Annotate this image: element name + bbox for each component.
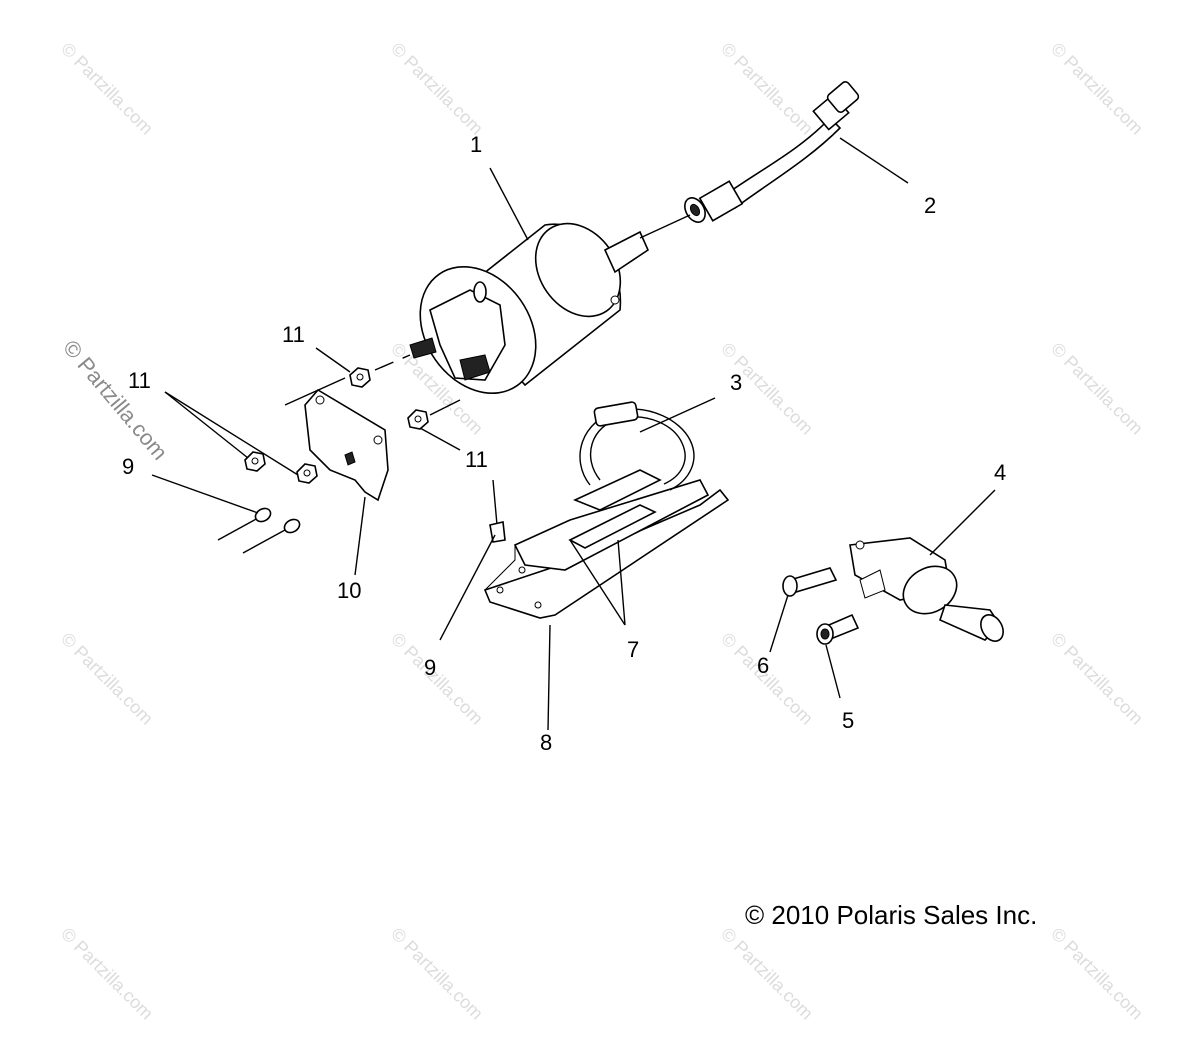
- watermark: © Partzilla.com: [717, 39, 817, 139]
- callout-9-left: 9: [122, 454, 134, 479]
- part-9-rivet-middle: [489, 479, 506, 543]
- side-watermark: © Partzilla.com: [58, 335, 172, 465]
- watermark: © Partzilla.com: [1047, 39, 1147, 139]
- callouts: 1 2 3 4 5 6 7 8 9 9 10 11 11 11: [122, 132, 1006, 755]
- callout-5: 5: [842, 708, 854, 733]
- callout-7: 7: [627, 637, 639, 662]
- watermark: © Partzilla.com: [717, 924, 817, 1024]
- part-1-starter-motor: [409, 214, 691, 394]
- watermark: © Partzilla.com: [1047, 339, 1147, 439]
- watermark: © Partzilla.com: [1047, 629, 1147, 729]
- callout-1: 1: [470, 132, 482, 157]
- watermark: © Partzilla.com: [387, 924, 487, 1024]
- watermark: © Partzilla.com: [387, 39, 487, 139]
- leader-lines: [151, 137, 996, 731]
- callout-11-left: 11: [128, 368, 151, 393]
- part-3-strap: [579, 401, 695, 491]
- callout-6: 6: [757, 653, 769, 678]
- part-5-bolt: [816, 613, 860, 645]
- part-4-starter-drive: [849, 537, 1004, 642]
- callout-11-right: 11: [465, 447, 488, 472]
- callout-8: 8: [540, 730, 552, 755]
- callout-10: 10: [337, 578, 361, 603]
- callout-4: 4: [994, 460, 1006, 485]
- copyright-text: © 2010 Polaris Sales Inc.: [745, 900, 1037, 930]
- callout-9-middle: 9: [424, 655, 436, 680]
- part-8-battery-tray: [483, 469, 730, 619]
- callout-11-top: 11: [282, 322, 305, 347]
- watermark: © Partzilla.com: [57, 39, 157, 139]
- part-11-nuts: [244, 367, 429, 484]
- watermark: © Partzilla.com: [1047, 924, 1147, 1024]
- part-10-bracket: [304, 388, 389, 502]
- watermark: © Partzilla.com: [57, 629, 157, 729]
- callout-3: 3: [730, 370, 742, 395]
- part-2-cable: [684, 81, 860, 223]
- watermark: © Partzilla.com: [387, 629, 487, 729]
- part-9-rivets-left: [217, 507, 301, 554]
- alignment-lines: [284, 354, 461, 416]
- callout-2: 2: [924, 193, 936, 218]
- watermark: © Partzilla.com: [717, 629, 817, 729]
- watermark: © Partzilla.com: [57, 924, 157, 1024]
- part-6-bolt: [782, 567, 838, 597]
